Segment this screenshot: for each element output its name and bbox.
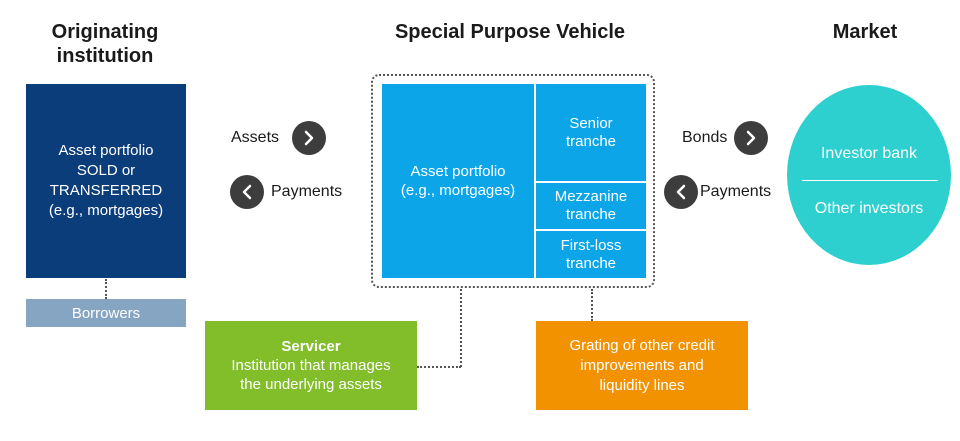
servicer-line2: the underlying assets bbox=[240, 376, 382, 393]
originating-line2: SOLD or bbox=[76, 162, 136, 179]
grating-box: Grating of other credit improvements and… bbox=[536, 321, 748, 410]
grating-line3: liquidity lines bbox=[599, 376, 685, 394]
market-divider bbox=[802, 180, 938, 181]
connector-spv-servicer-h bbox=[417, 366, 461, 368]
grating-line2: improvements and bbox=[580, 356, 704, 374]
originating-asset-portfolio: Asset portfolio SOLD or TRANSFERRED (e.g… bbox=[26, 84, 186, 278]
chevron-right-icon bbox=[734, 121, 768, 155]
grating-line1: Grating of other credit bbox=[569, 336, 715, 354]
mezzanine-line2: tranche bbox=[565, 206, 617, 223]
chevron-left-icon bbox=[664, 175, 698, 209]
other-investors-label: Other investors bbox=[814, 200, 924, 217]
servicer-line1: Institution that manages bbox=[231, 357, 391, 374]
senior-line2: tranche bbox=[565, 132, 617, 150]
originating-header-line1: Originating bbox=[51, 21, 159, 43]
servicer-title: Servicer bbox=[281, 338, 341, 355]
bonds-label: Bonds bbox=[682, 129, 728, 146]
originating-header: Originating institution bbox=[20, 20, 190, 68]
spv-portfolio-line1: Asset portfolio bbox=[410, 163, 506, 180]
connector-spv-grating bbox=[591, 289, 593, 321]
investor-bank-label: Investor bank bbox=[820, 145, 918, 162]
borrowers-box: Borrowers bbox=[26, 299, 186, 327]
payments-left-label: Payments bbox=[271, 183, 343, 200]
assets-label: Assets bbox=[231, 129, 280, 146]
mezzanine-line1: Mezzanine bbox=[554, 188, 628, 205]
senior-tranche: Senior tranche bbox=[536, 84, 646, 181]
first-loss-line2: tranche bbox=[565, 254, 617, 272]
originating-header-line2: institution bbox=[56, 45, 154, 67]
chevron-left-icon bbox=[230, 175, 264, 209]
first-loss-line1: First-loss bbox=[560, 236, 622, 254]
originating-line3: TRANSFERRED bbox=[49, 182, 163, 199]
market-header: Market bbox=[832, 21, 898, 43]
payments-right-label: Payments bbox=[700, 183, 772, 200]
chevron-right-icon bbox=[292, 121, 326, 155]
spv-portfolio-line2: (e.g., mortgages) bbox=[400, 182, 516, 199]
mezzanine-tranche: Mezzanine tranche bbox=[536, 183, 646, 229]
first-loss-tranche: First-loss tranche bbox=[536, 231, 646, 278]
market-circle bbox=[787, 85, 951, 265]
spv-header: Special Purpose Vehicle bbox=[394, 21, 626, 43]
connector-spv-servicer-v bbox=[460, 289, 462, 367]
spv-frame bbox=[371, 74, 655, 288]
servicer-box: Servicer Institution that manages the un… bbox=[205, 321, 417, 410]
borrowers-label: Borrowers bbox=[71, 304, 141, 322]
connector-originating-borrowers bbox=[105, 279, 107, 299]
originating-line4: (e.g., mortgages) bbox=[48, 202, 164, 219]
senior-line1: Senior bbox=[569, 114, 613, 132]
spv-asset-portfolio: Asset portfolio (e.g., mortgages) bbox=[382, 84, 534, 278]
originating-line1: Asset portfolio bbox=[58, 142, 154, 159]
